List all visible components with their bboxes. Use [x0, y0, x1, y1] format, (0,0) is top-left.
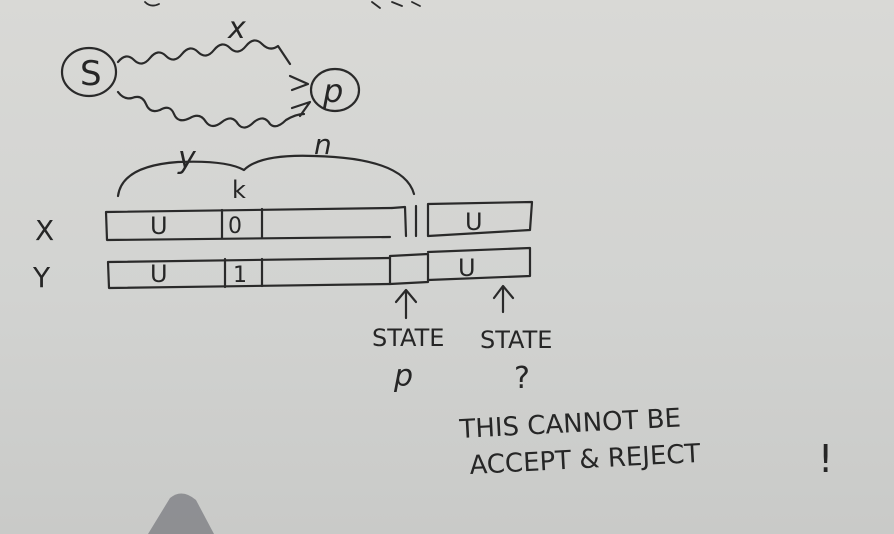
row-x-label: X [35, 214, 54, 247]
edge-top-label: x [227, 11, 246, 46]
tape-x: U 0 U [104, 200, 534, 242]
state-left-label: STATE [372, 324, 444, 352]
tape-y-cell-0: U [150, 260, 168, 288]
tape-y-cell-1: 1 [233, 263, 247, 288]
edge-top-arrowhead [288, 74, 310, 92]
arrow-up-right [492, 284, 515, 314]
position-label-k: k [232, 176, 246, 204]
tape-x-right-segment [426, 200, 534, 238]
edge-bottom-wavy [116, 90, 306, 129]
state-right-label: STATE [480, 326, 552, 354]
edge-bottom-label: y [177, 141, 197, 176]
node-p: p [309, 67, 361, 113]
tape-x-cell-0: U [150, 212, 168, 240]
edge-bottom-arrowhead [290, 100, 312, 118]
node-p-label: p [322, 72, 343, 110]
node-s: S [60, 46, 118, 98]
conclusion-line-2: ACCEPT & REJECT [469, 439, 701, 481]
tape-y-cell-4: U [458, 254, 476, 282]
conclusion-line-1: THIS CANNOT BE [458, 403, 682, 445]
state-right-value: ? [514, 361, 530, 396]
node-s-label: S [80, 54, 102, 94]
top-residue-stroke [144, 1, 160, 7]
edge-top-wavy [116, 39, 292, 66]
brace [116, 154, 416, 198]
state-left-value: p [393, 359, 413, 394]
tape-x-cell-1: 0 [228, 214, 242, 239]
tape-y-cell-right [388, 252, 430, 286]
exclaim-mark: ! [818, 437, 833, 481]
tape-y-right-segment [426, 246, 532, 282]
marker-shadow [148, 493, 214, 534]
arrow-up-left [394, 288, 418, 320]
tape-x-cell-4: U [465, 208, 483, 236]
tape-y: U 1 U [106, 246, 532, 290]
tape-x-cell-right [390, 204, 418, 238]
row-y-label: Y [32, 261, 51, 294]
top-residue-stroke [371, 1, 421, 9]
brace-label: n [314, 128, 332, 161]
tape-y-left-segment [106, 256, 392, 290]
tape-x-left-segment [104, 206, 394, 242]
